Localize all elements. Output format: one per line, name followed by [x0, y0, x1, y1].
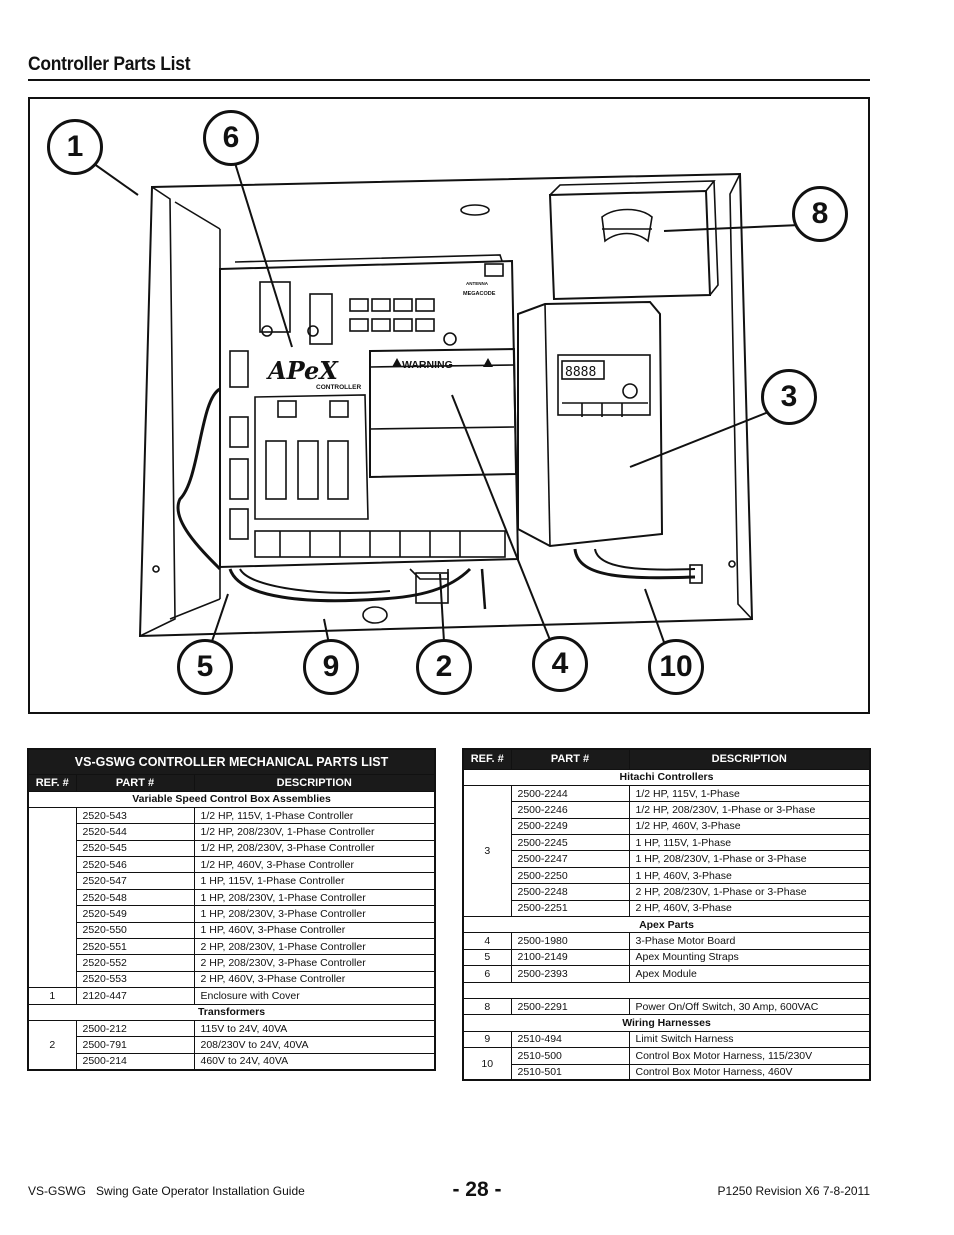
controller-diagram: APeX CONTROLLER WARNING ANTENNA MEGACODE… [28, 97, 870, 714]
callout-8: 8 [792, 186, 848, 242]
group-header-apex: Apex Parts [462, 916, 871, 934]
title-rule [28, 79, 870, 81]
callout-4: 4 [532, 636, 588, 692]
antenna-text: ANTENNA [466, 281, 489, 286]
group-header-vscb: Variable Speed Control Box Assemblies [27, 790, 436, 808]
group-header-hitachi: Hitachi Controllers [462, 768, 871, 786]
footer-doc-name: Swing Gate Operator Installation Guide [96, 1184, 305, 1198]
warning-text: WARNING [402, 359, 453, 371]
controller-parts-table: REF. # PART # DESCRIPTION Hitachi Contro… [462, 748, 871, 1082]
description-header: DESCRIPTION [628, 748, 871, 770]
receiver-text: MEGACODE [463, 291, 496, 297]
callout-9: 9 [303, 639, 359, 695]
group-header-transformers: Transformers [27, 1003, 436, 1021]
mechanical-parts-table: VS-GSWG CONTROLLER MECHANICAL PARTS LIST… [27, 748, 436, 1071]
part-header: PART # [510, 748, 630, 770]
callout-5: 5 [177, 639, 233, 695]
warning-triangle-right-icon [483, 358, 493, 367]
callout-1: 1 [47, 119, 103, 175]
page-number: - 28 - [452, 1178, 502, 1201]
callout-6: 6 [203, 110, 259, 166]
callout-3: 3 [761, 369, 817, 425]
description-header: DESCRIPTION [193, 773, 436, 792]
warning-triangle-left-icon [392, 358, 402, 367]
footer-revision: P1250 Revision X6 7-8-2011 [717, 1184, 870, 1198]
table-row: 1 2120-447 Enclosure with Cover [27, 987, 436, 1005]
group-header-harness: Wiring Harnesses [462, 1014, 871, 1032]
drive-display-text: 8888 [565, 365, 596, 380]
controller-drawing: APeX CONTROLLER WARNING ANTENNA MEGACODE… [89, 160, 801, 660]
footer-doc-info: VS-GSWG Swing Gate Operator Installation… [28, 1184, 305, 1198]
footer-doc-code: VS-GSWG [28, 1184, 87, 1198]
table-title: VS-GSWG CONTROLLER MECHANICAL PARTS LIST [27, 748, 436, 775]
callout-10: 10 [648, 639, 704, 695]
ref-header: REF. # [462, 748, 512, 770]
brand-text: APeX [266, 356, 339, 385]
brand-sub-text: CONTROLLER [316, 384, 361, 391]
page-title: Controller Parts List [28, 54, 191, 75]
part-header: PART # [75, 773, 195, 792]
blank-row [462, 981, 871, 999]
ref-header: REF. # [27, 773, 77, 792]
callout-2: 2 [416, 639, 472, 695]
